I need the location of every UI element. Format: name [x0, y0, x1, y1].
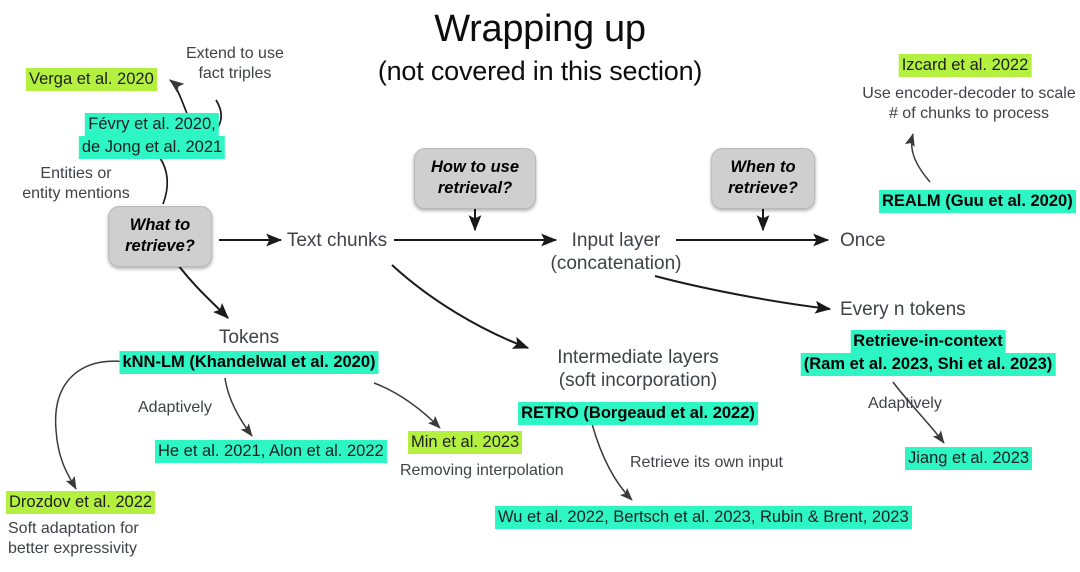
citation-retrieve-in-context: Retrieve-in-context (Ram et al. 2023, Sh…	[800, 330, 1056, 377]
arrow-what-to-tokens	[177, 264, 229, 319]
arrow-knnlm-he-alon	[224, 377, 253, 437]
arrow-realm-to-encoderdecoder	[904, 133, 931, 183]
page-title: Wrapping up	[434, 8, 646, 50]
arrow-knnlm-drozdov	[54, 360, 129, 490]
citation-realm: REALM (Guu et al. 2020)	[879, 190, 1076, 214]
flow-label-once: Once	[840, 230, 886, 251]
citation-text: RETRO (Borgeaud et al. 2022)	[518, 402, 758, 426]
arrow-inputlayer-everyn	[654, 275, 832, 314]
citation-text: Min et al. 2023	[408, 431, 523, 455]
annotation-encoder-decoder: Use encoder-decoder to scale # of chunks…	[862, 85, 1076, 122]
citation-he-alon: He et al. 2021, Alon et al. 2022	[155, 440, 387, 464]
citation-text: Verga et al. 2020	[26, 68, 157, 92]
citation-text: REALM (Guu et al. 2020)	[879, 190, 1076, 214]
citation-text: Wu et al. 2022, Bertsch et al. 2023, Rub…	[495, 506, 912, 530]
citation-text: Drozdov et al. 2022	[6, 491, 156, 515]
annotation-adaptively-left: Adaptively	[138, 399, 212, 416]
citation-text: Izcard et al. 2022	[898, 54, 1032, 78]
citation-text: (Ram et al. 2023, Shi et al. 2023)	[800, 353, 1056, 377]
citation-wu-bertsch-rubin: Wu et al. 2022, Bertsch et al. 2023, Rub…	[495, 506, 912, 530]
annotation-removing-interpolation: Removing interpolation	[400, 462, 564, 479]
annotation-extend-to-use: Extend to use fact triples	[186, 45, 284, 82]
citation-drozdov: Drozdov et al. 2022	[6, 491, 156, 515]
citation-text: Retrieve-in-context	[850, 330, 1006, 354]
arrow-knnlm-min	[373, 382, 441, 429]
citation-retro: RETRO (Borgeaud et al. 2022)	[518, 402, 758, 426]
citation-min: Min et al. 2023	[408, 431, 523, 455]
citation-text: de Jong et al. 2021	[78, 136, 226, 160]
flow-label-intermediate-layers: Intermediate layers (soft incorporation)	[557, 347, 719, 392]
arrow-retro-wu	[591, 423, 633, 501]
arrow-textchunks-intermediate	[391, 264, 530, 349]
citation-text: kNN-LM (Khandelwal et al. 2020)	[119, 351, 379, 375]
annotation-adaptively-right: Adaptively	[868, 395, 942, 412]
question-box-what-to-retrieve[interactable]: What to retrieve?	[108, 206, 212, 268]
citation-text: Févry et al. 2020,	[85, 113, 219, 137]
question-box-when-to-retrieve[interactable]: When to retrieve?	[711, 148, 815, 210]
flow-label-tokens: Tokens	[218, 327, 280, 348]
annotation-retrieve-own-input: Retrieve its own input	[630, 454, 783, 471]
citation-knnlm: kNN-LM (Khandelwal et al. 2020)	[119, 351, 379, 375]
citation-text: He et al. 2021, Alon et al. 2022	[155, 440, 387, 464]
citation-fevry-dejong: Févry et al. 2020, de Jong et al. 2021	[78, 113, 226, 160]
flow-label-input-layer: Input layer (concatenation)	[550, 230, 682, 275]
citation-jiang: Jiang et al. 2023	[905, 447, 1033, 471]
page-subtitle: (not covered in this section)	[377, 56, 703, 86]
question-box-how-to-use-retrieval[interactable]: How to use retrieval?	[413, 148, 537, 210]
citation-text: Jiang et al. 2023	[905, 447, 1033, 471]
flow-label-text-chunks: Text chunks	[286, 230, 388, 251]
citation-verga: Verga et al. 2020	[26, 68, 157, 92]
annotation-entities: Entities or entity mentions	[22, 165, 130, 202]
annotation-soft-adaptation: Soft adaptation for better expressivity	[8, 520, 139, 557]
flow-label-every-n-tokens: Every n tokens	[840, 299, 966, 320]
citation-izcard: Izcard et al. 2022	[898, 54, 1032, 78]
